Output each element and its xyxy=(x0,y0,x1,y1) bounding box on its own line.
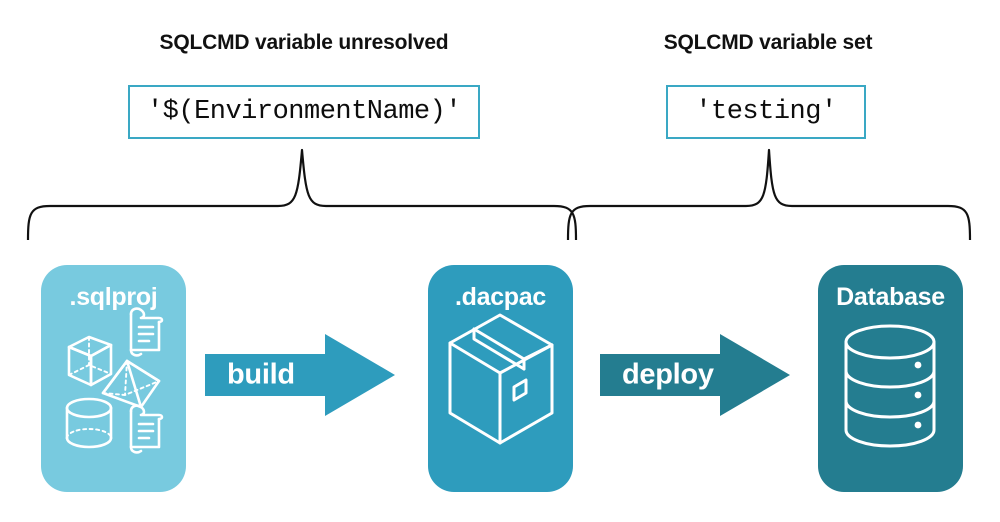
cube-wireframe-icon xyxy=(67,335,113,387)
heading-sqlcmd-variable-set: SQLCMD variable set xyxy=(663,31,873,54)
arrow-deploy: deploy xyxy=(600,332,790,418)
heading-sqlcmd-variable-unresolved: SQLCMD variable unresolved xyxy=(159,31,449,54)
stage-database-label: Database xyxy=(836,283,945,311)
arrow-build-shape xyxy=(205,334,395,416)
stage-sqlproj-label: .sqlproj xyxy=(69,283,158,311)
brace-right xyxy=(566,148,972,240)
script-scroll-icon xyxy=(129,404,164,454)
arrow-build-label: build xyxy=(227,358,295,391)
arrow-build: build xyxy=(205,332,395,418)
arrow-deploy-shape xyxy=(600,334,790,416)
script-scroll-icon xyxy=(129,307,164,357)
pyramid-wireframe-icon xyxy=(101,359,161,409)
package-box-icon xyxy=(448,313,554,445)
stage-sqlproj: .sqlproj xyxy=(41,265,186,492)
cylinder-wireframe-icon xyxy=(65,397,113,449)
brace-left xyxy=(26,148,578,240)
value-box-unresolved: '$(EnvironmentName)' xyxy=(128,85,480,139)
arrow-deploy-label: deploy xyxy=(622,358,714,391)
stage-dacpac-label: .dacpac xyxy=(454,283,546,311)
stage-database: Database xyxy=(818,265,963,492)
stage-dacpac: .dacpac xyxy=(428,265,573,492)
database-cylinder-icon xyxy=(844,324,936,448)
value-box-set: 'testing' xyxy=(666,85,866,139)
